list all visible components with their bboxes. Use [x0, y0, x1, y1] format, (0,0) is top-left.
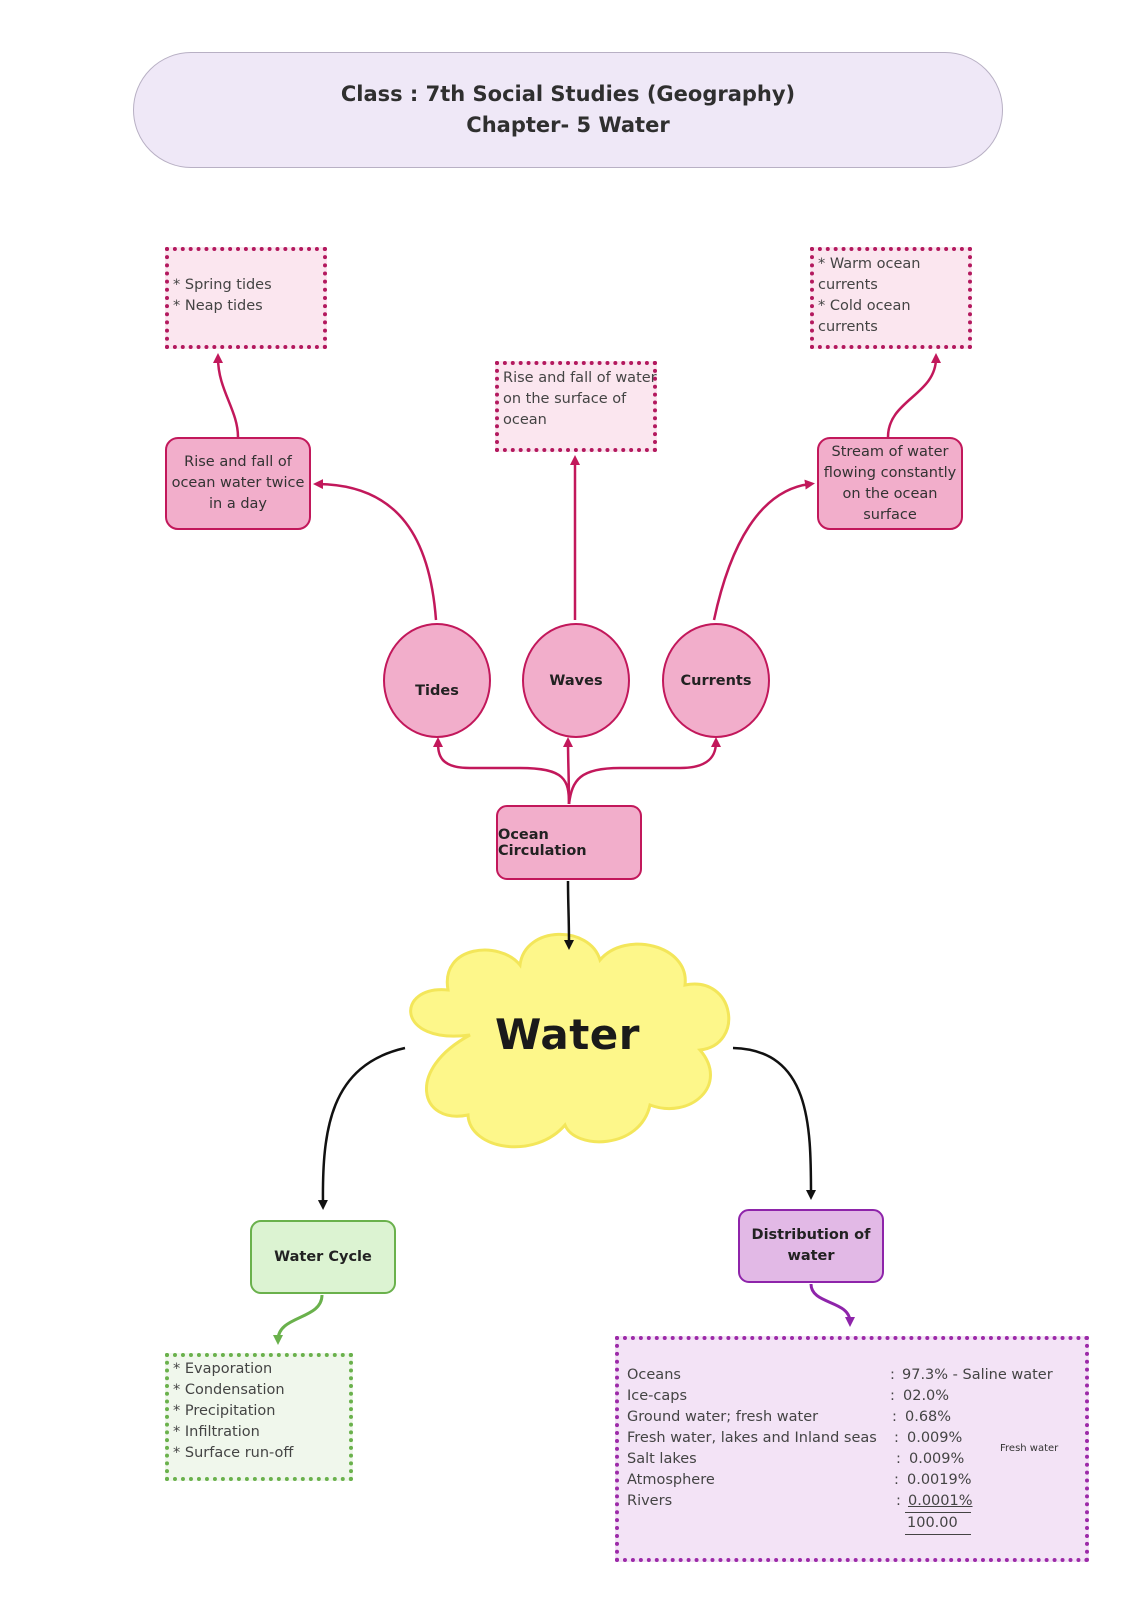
tides-label: Tides — [415, 682, 459, 699]
currents-definition-line: Stream of water — [831, 443, 949, 460]
waves-definition-line: on the surface of — [503, 391, 627, 407]
tides-type-item: * Spring tides — [173, 277, 272, 293]
water-cycle-steps: * Evaporation * Condensation * Precipita… — [165, 1353, 353, 1481]
arrow-to-tides — [433, 737, 571, 805]
distribution-row-value: 0.0001% — [908, 1493, 973, 1509]
distribution-row-name: Ice-caps — [627, 1388, 688, 1404]
distribution-row-name: Oceans — [627, 1367, 681, 1383]
currents-type-item: currents — [818, 277, 878, 293]
arrow-distribution-table — [809, 1283, 855, 1327]
distribution-row-value: 0.0019% — [907, 1472, 972, 1488]
waves-node: Waves — [522, 623, 630, 738]
arrow-tides-definition — [313, 479, 438, 621]
currents-types-note: * Warm ocean currents * Cold ocean curre… — [810, 247, 972, 349]
waves-definition-line: ocean — [503, 412, 547, 428]
arrow-currents-definition — [712, 479, 815, 621]
arrow-ocean-to-water — [563, 880, 574, 950]
tides-node: Tides — [383, 623, 491, 738]
distribution-row-value: 97.3% - Saline water — [902, 1367, 1053, 1383]
header-class-line: Class : 7th Social Studies (Geography) — [340, 82, 796, 106]
waves-label: Waves — [549, 672, 603, 689]
water-cycle-step: * Condensation — [173, 1382, 285, 1398]
tides-definition-box: Rise and fall of ocean water twice in a … — [165, 437, 311, 530]
water-cycle-step: * Precipitation — [173, 1403, 276, 1419]
distribution-label-line: water — [787, 1248, 835, 1264]
water-cycle-label: Water Cycle — [274, 1249, 372, 1265]
tides-types-note: * Spring tides * Neap tides — [165, 247, 327, 349]
distribution-row-sep: : — [896, 1451, 901, 1467]
ocean-circulation-node: Ocean Circulation — [496, 805, 642, 880]
tides-type-item: * Neap tides — [173, 298, 263, 314]
currents-definition-box: Stream of water flowing constantly on th… — [817, 437, 963, 530]
waves-definition-note: Rise and fall of water on the surface of… — [495, 361, 657, 452]
distribution-row-value: 0.68% — [905, 1409, 952, 1425]
currents-type-item: * Cold ocean — [818, 298, 911, 314]
currents-type-item: * Warm ocean — [818, 256, 921, 272]
distribution-label-line: Distribution of — [751, 1227, 871, 1243]
currents-definition-line: on the ocean — [842, 485, 938, 502]
header-chapter-line: Chapter- 5 Water — [466, 113, 670, 137]
currents-definition-line: flowing constantly — [823, 464, 957, 481]
arrow-currents-types — [886, 353, 941, 438]
distribution-row-sep: : — [892, 1409, 897, 1425]
arrow-water-to-distribution — [732, 1046, 816, 1200]
arrow-to-currents — [567, 737, 721, 805]
water-cycle-step: * Surface run-off — [173, 1445, 294, 1461]
water-title: Water — [495, 1010, 640, 1059]
distribution-row-sep: : — [890, 1388, 895, 1404]
distribution-row-sep: : — [894, 1472, 899, 1488]
water-cycle-node: Water Cycle — [250, 1220, 396, 1294]
distribution-row-name: Atmosphere — [627, 1472, 715, 1488]
tides-definition-line: Rise and fall of — [184, 454, 292, 470]
distribution-total: 100.00 — [905, 1512, 971, 1535]
currents-label: Currents — [680, 672, 752, 689]
water-cloud — [409, 932, 731, 1149]
distribution-row-value: 0.009% — [907, 1430, 963, 1446]
arrow-to-waves — [563, 737, 574, 805]
currents-definition-line: surface — [863, 506, 917, 523]
distribution-row-sep: : — [894, 1430, 899, 1446]
arrow-water-to-cycle — [317, 1046, 406, 1210]
distribution-row-value: 02.0% — [903, 1388, 950, 1404]
currents-type-item: currents — [818, 319, 878, 335]
distribution-node: Distribution of water — [738, 1209, 884, 1283]
ocean-circulation-label: Ocean Circulation — [498, 826, 587, 859]
distribution-row-sep: : — [890, 1367, 895, 1383]
water-cycle-step: * Infiltration — [173, 1424, 260, 1440]
waves-definition-line: Rise and fall of water — [503, 370, 657, 386]
distribution-row-name: Rivers — [627, 1493, 673, 1509]
tides-definition-line: ocean water twice — [171, 475, 305, 491]
distribution-row-name: Ground water; fresh water — [627, 1409, 819, 1425]
distribution-row-name: Salt lakes — [627, 1451, 697, 1467]
distribution-row-sep: : — [896, 1493, 901, 1509]
arrow-cycle-steps — [273, 1294, 324, 1345]
page-header: Class : 7th Social Studies (Geography) C… — [133, 52, 1003, 168]
distribution-row-name: Fresh water, lakes and Inland seas — [627, 1430, 877, 1446]
distribution-table — [615, 1336, 1089, 1562]
water-cycle-step: * Evaporation — [173, 1361, 273, 1377]
currents-node: Currents — [662, 623, 770, 738]
distribution-row-value: 0.009% — [909, 1451, 965, 1467]
arrow-tides-types — [213, 353, 240, 438]
tides-definition-line: in a day — [209, 496, 267, 512]
fresh-water-label: Fresh water — [1000, 1443, 1059, 1454]
